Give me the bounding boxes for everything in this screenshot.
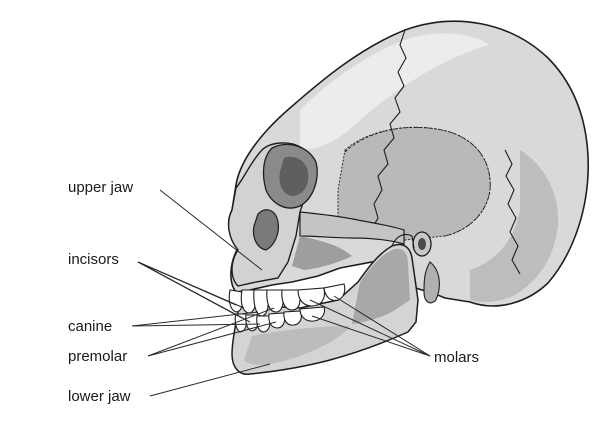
occipital-shadow: [470, 150, 559, 303]
leader-incisors-b: [137, 261, 245, 309]
lower-molar-1: [299, 306, 326, 322]
leader-upper-jaw: [159, 189, 263, 271]
upper-molar-2: [323, 283, 346, 301]
leader-molars-b: [333, 295, 431, 357]
label-upper-jaw: upper jaw: [68, 179, 133, 196]
upper-teeth: [228, 283, 346, 317]
upper-molar-1: [297, 287, 326, 307]
upper-incisor-1: [228, 289, 244, 313]
leader-premolar-a: [147, 307, 275, 357]
leader-molars-a: [309, 299, 431, 357]
leader-premolar-b: [147, 321, 277, 357]
squamosal-suture: [344, 126, 491, 237]
lower-teeth: [234, 306, 326, 333]
coronal-suture: [369, 29, 407, 233]
label-molars: molars: [434, 349, 479, 366]
lower-premolar-2: [283, 310, 302, 326]
ramus-shadow: [352, 248, 410, 324]
leader-canine-b: [131, 323, 261, 327]
forehead-highlight: [300, 33, 490, 150]
leader-molars-c: [311, 315, 431, 357]
label-canine: canine: [68, 318, 112, 335]
lambdoid-suture: [504, 149, 521, 275]
leader-lines: [131, 189, 431, 397]
zygomatic-arch: [299, 211, 405, 245]
mastoid-process: [423, 261, 440, 304]
leader-canine-a: [131, 311, 259, 327]
nasal-aperture: [252, 209, 279, 251]
cheek-shadow: [292, 236, 352, 270]
leader-lower-jaw: [149, 363, 271, 397]
leader-incisors-d: [137, 261, 251, 323]
label-lower-jaw: lower jaw: [68, 388, 131, 405]
orbit-inner: [279, 156, 309, 196]
ear-opening-inner: [418, 238, 426, 250]
label-incisors: incisors: [68, 251, 119, 268]
lower-premolar-1: [268, 312, 286, 329]
label-premolar: premolar: [68, 348, 127, 365]
jaw-body-shadow: [244, 326, 350, 365]
coronoid-notch: [391, 233, 415, 249]
